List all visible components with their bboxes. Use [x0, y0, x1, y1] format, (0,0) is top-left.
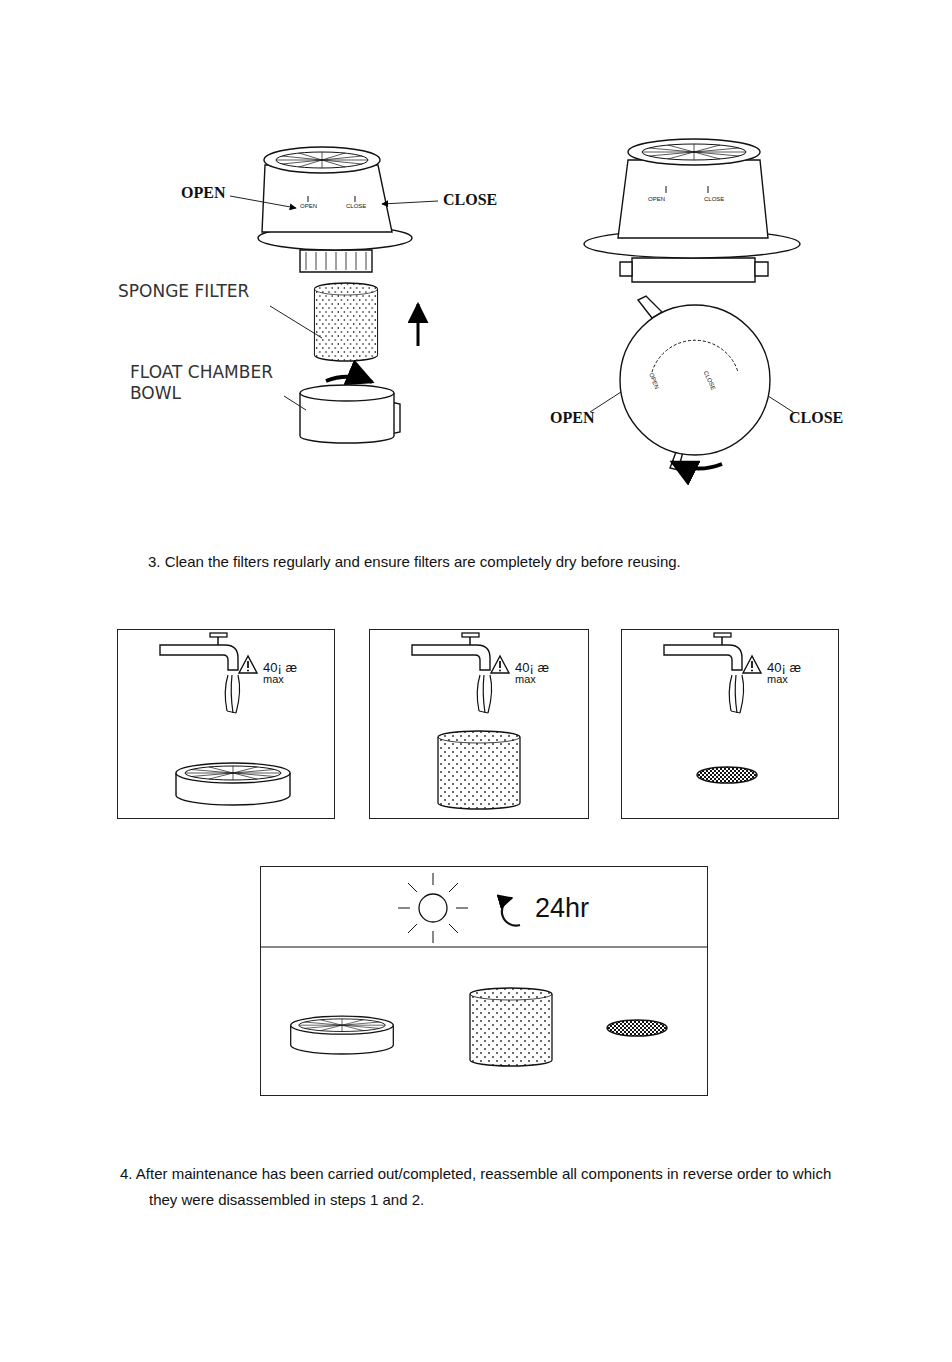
cleaning-icons — [160, 633, 761, 809]
temperature-note: max — [767, 674, 788, 685]
filter-housing — [258, 147, 412, 272]
arrows — [326, 304, 418, 382]
step-text: 3. Clean the filters regularly and ensur… — [148, 551, 908, 572]
printed-marking: CLOSE — [702, 370, 717, 391]
part-label: CLOSE — [443, 191, 497, 209]
float-chamber-bowl — [300, 385, 400, 443]
printed-marking: CLOSE — [704, 196, 724, 203]
step-text: 4. After maintenance has been carried ou… — [120, 1161, 862, 1214]
part-label: OPEN — [181, 184, 225, 202]
sponge-filter — [314, 283, 377, 361]
filter-ring — [620, 296, 770, 470]
part-label: FLOAT CHAMBER BOWL — [130, 362, 295, 405]
temperature-note: max — [263, 674, 284, 685]
drying-panel: 24hr — [260, 866, 708, 1096]
filter-housing — [584, 139, 800, 282]
drying-icons — [261, 873, 707, 1066]
temperature-note: 40¡ æ — [515, 661, 549, 674]
printed-marking: OPEN — [648, 372, 660, 390]
part-label: SPONGE FILTER — [118, 282, 249, 301]
cleaning-panel: 40¡ æmax — [621, 629, 839, 819]
printed-marking: OPEN — [648, 196, 665, 203]
temperature-note: 40¡ æ — [263, 661, 297, 674]
cleaning-panel: 40¡ æmax — [117, 629, 335, 819]
part-label: OPEN — [550, 409, 594, 427]
drying-time: 24hr — [535, 895, 589, 922]
printed-marking: OPEN — [300, 203, 317, 210]
temperature-note: 40¡ æ — [767, 661, 801, 674]
temperature-note: max — [515, 674, 536, 685]
printed-marking: CLOSE — [346, 203, 366, 210]
cleaning-panel: 40¡ æmax — [369, 629, 589, 819]
part-label: CLOSE — [789, 409, 843, 427]
